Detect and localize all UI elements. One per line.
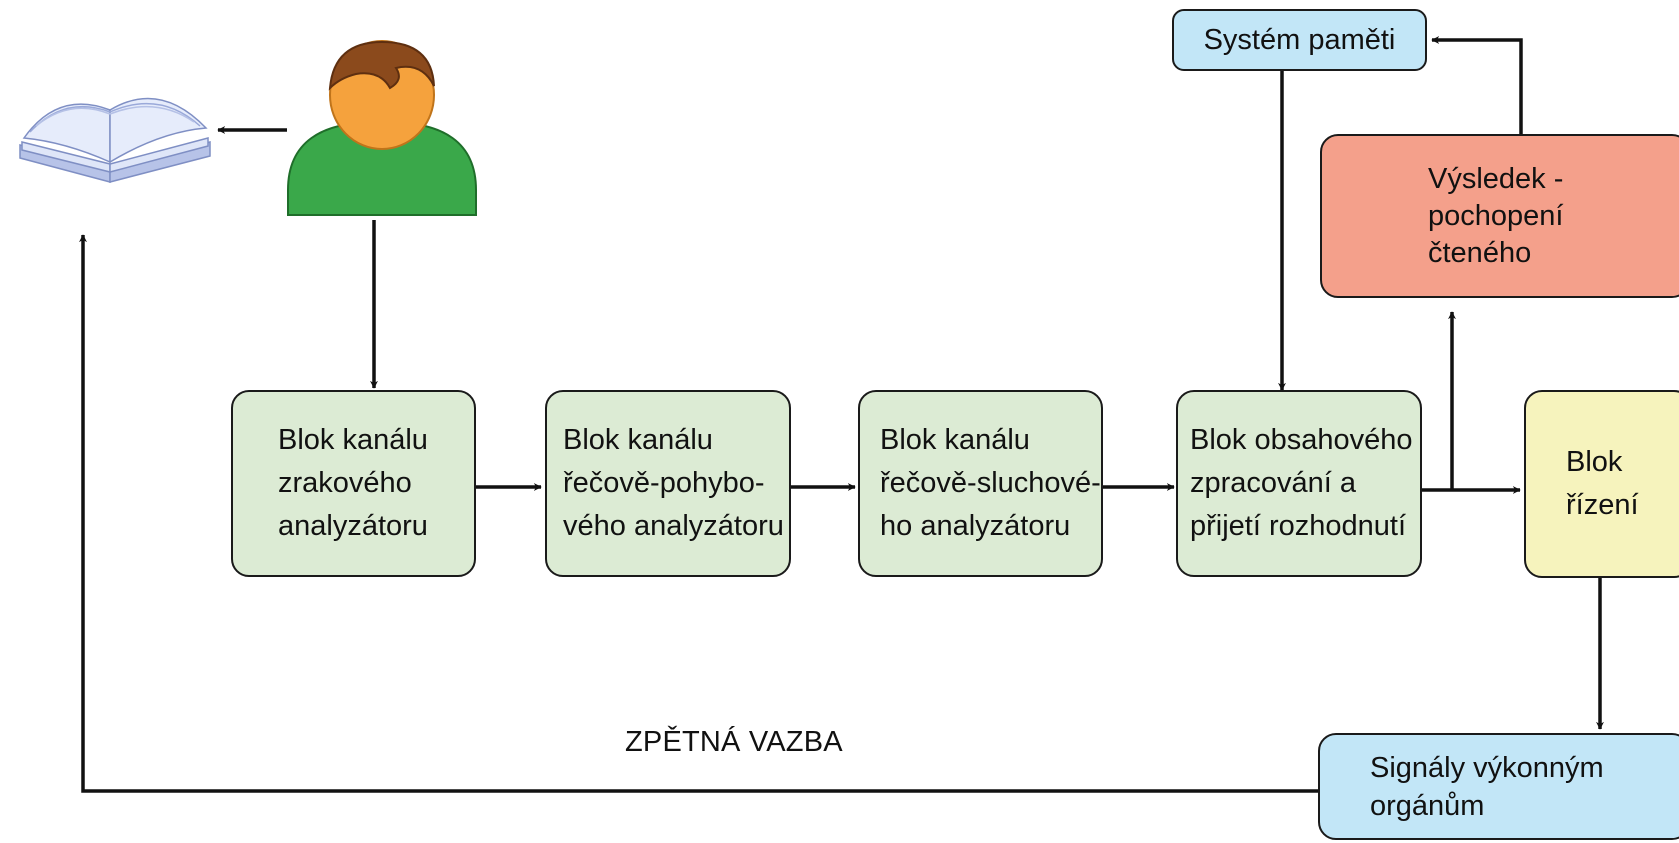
arrow-feedback-to-book	[79, 234, 1318, 793]
speech-motor-analyzer-label: Blok kanálu řečově-pohybo- vého analyzát…	[563, 424, 784, 542]
result-block: Výsledek - pochopení čteného	[1320, 134, 1679, 298]
memory-system-box: Systém paměti	[1172, 9, 1427, 71]
arrow-result-to-memory	[1431, 36, 1523, 134]
visual-analyzer-block: Blok kanálu zrakového analyzátoru	[231, 390, 476, 577]
result-label: Výsledek - pochopení čteného	[1428, 162, 1564, 269]
signals-block: Signály výkonným orgánům	[1318, 733, 1679, 840]
control-block: Blok řízení	[1524, 390, 1679, 578]
visual-analyzer-label: Blok kanálu zrakového analyzátoru	[278, 424, 428, 542]
memory-system-label: Systém paměti	[1203, 23, 1396, 56]
signals-label: Signály výkonným orgánům	[1370, 751, 1604, 822]
content-processing-label: Blok obsahového zpracování a přijetí roz…	[1190, 424, 1413, 542]
person-icon	[287, 40, 477, 216]
open-book-icon	[19, 97, 211, 183]
speech-auditory-analyzer-block: Blok kanálu řečově-sluchové- ho analyzát…	[858, 390, 1103, 577]
feedback-label: ZPĚTNÁ VAZBA	[625, 726, 843, 758]
content-processing-block: Blok obsahového zpracování a přijetí roz…	[1176, 390, 1422, 577]
control-label: Blok řízení	[1566, 446, 1639, 521]
speech-auditory-analyzer-label: Blok kanálu řečově-sluchové- ho analyzát…	[880, 424, 1101, 542]
speech-motor-analyzer-block: Blok kanálu řečově-pohybo- vého analyzát…	[545, 390, 791, 577]
